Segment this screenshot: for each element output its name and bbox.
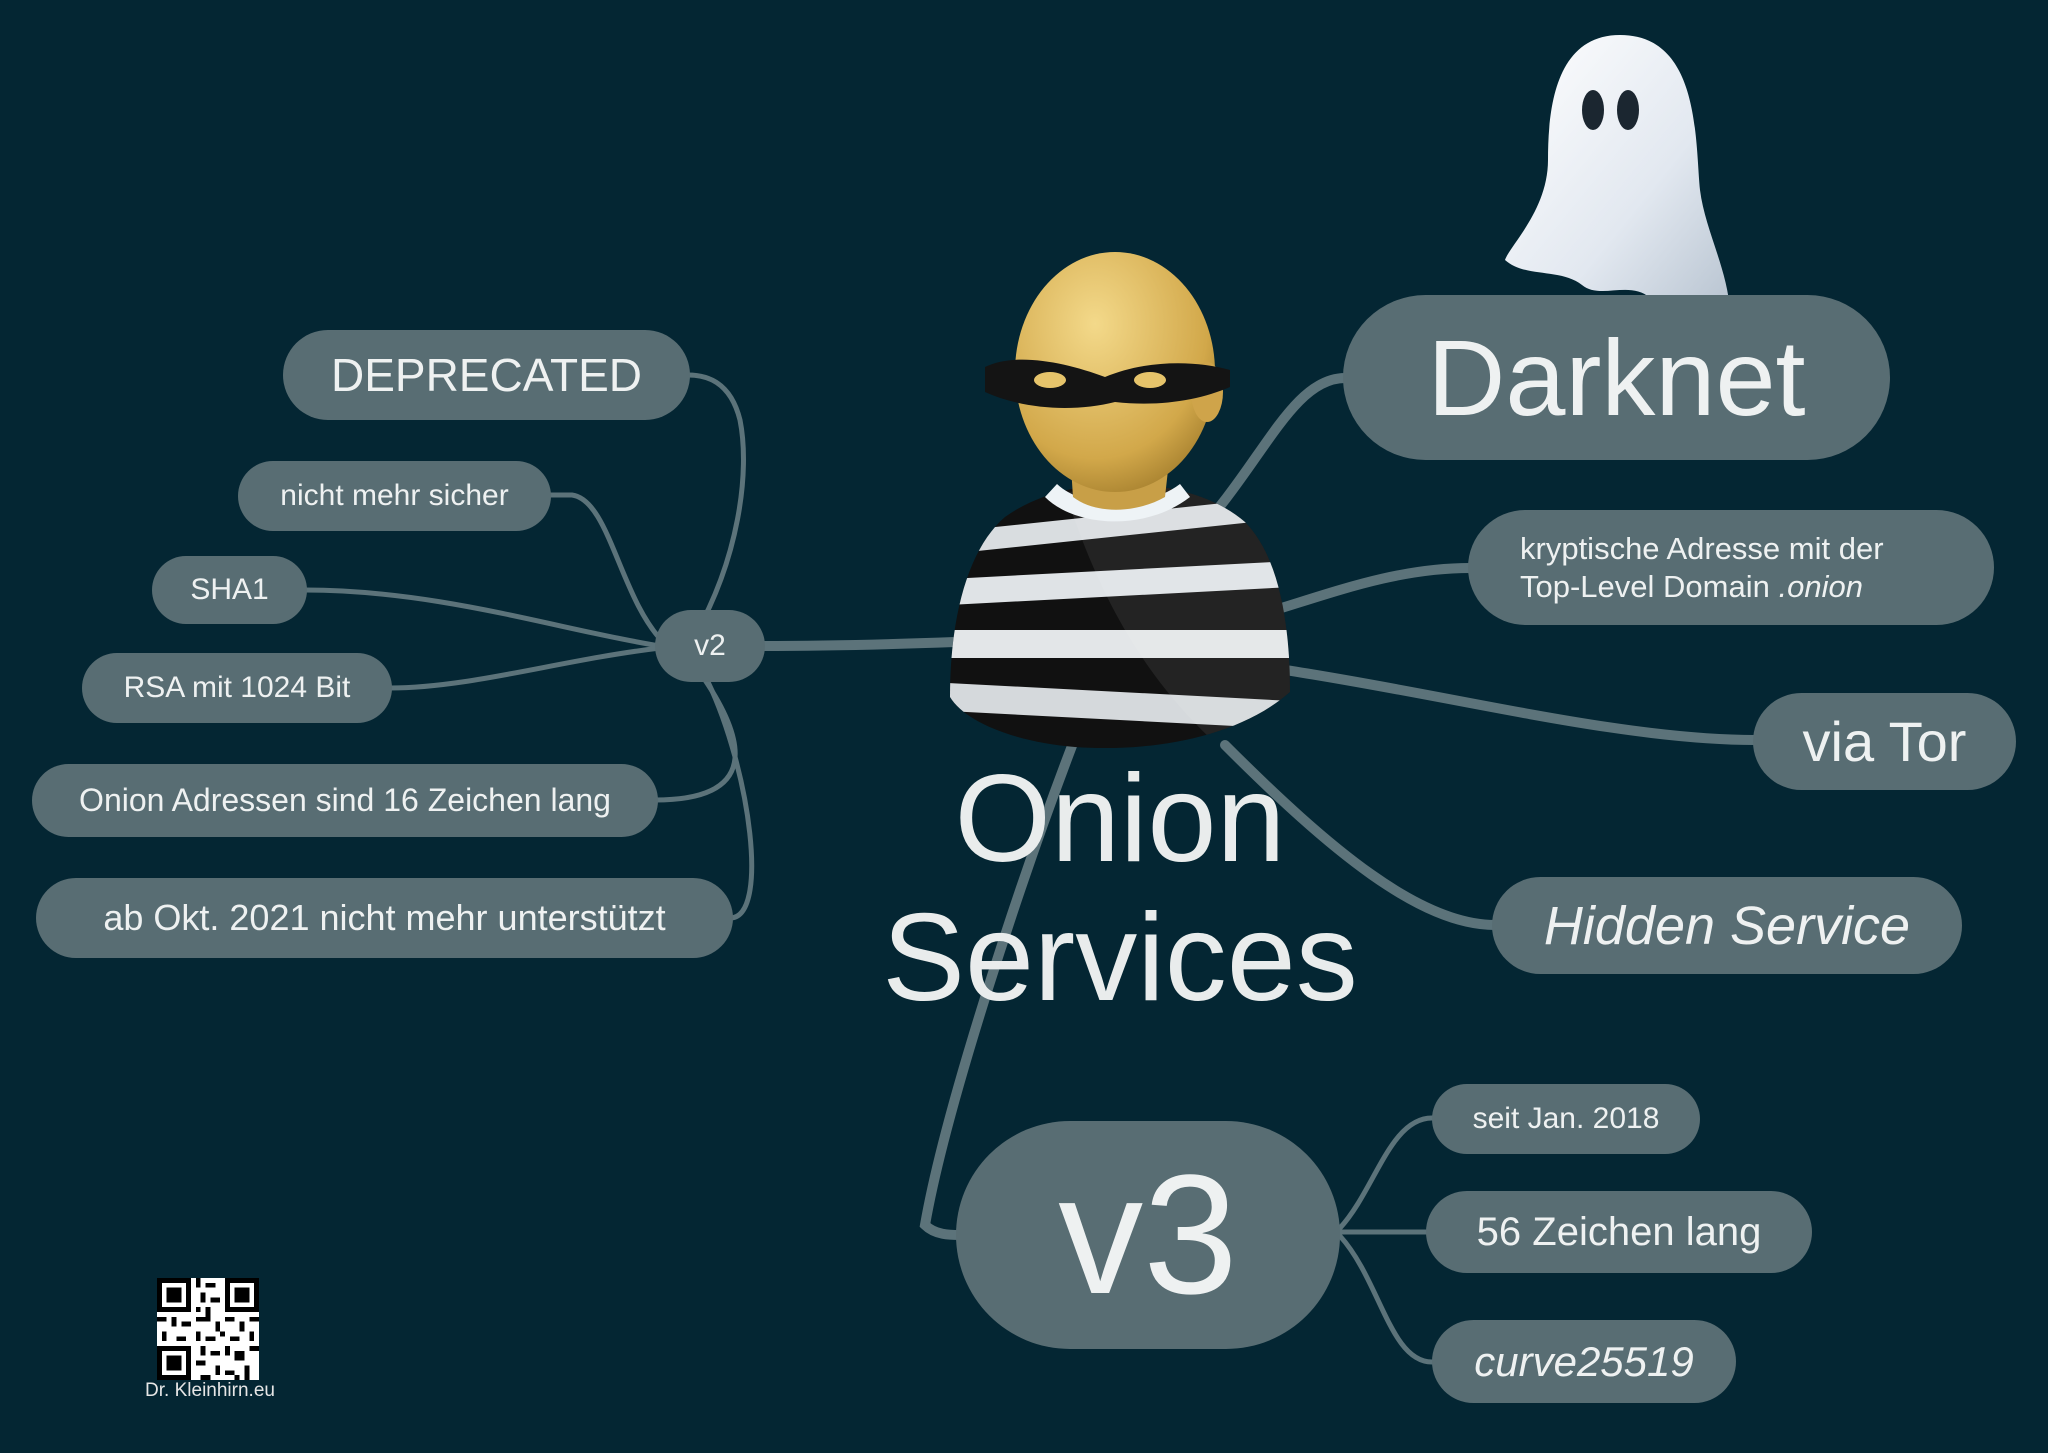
address-line-2: Top-Level Domain .onion (1520, 568, 1863, 606)
connector-onion-16 (652, 677, 738, 803)
credit-label: Dr. Kleinhirn.eu (145, 1380, 275, 1401)
central-topic-line-2: Services (882, 888, 1358, 1027)
address-line-1: kryptische Adresse mit der (1520, 530, 1884, 566)
connector-v2-center (755, 637, 960, 651)
central-topic-line-1: Onion (954, 750, 1286, 888)
burglar-icon (950, 252, 1290, 749)
curve25519-node[interactable]: curve25519 (1432, 1320, 1736, 1403)
nicht-mehr-sicher-node[interactable]: nicht mehr sicher (238, 461, 551, 531)
via-tor-node[interactable]: via Tor (1753, 693, 2016, 790)
connector-seit-jan (1337, 1115, 1435, 1231)
connector-deprecated (685, 372, 746, 647)
connector-v3 (919, 720, 1085, 1240)
address-tld: .onion (1778, 568, 1863, 604)
darknet-node[interactable]: Darknet (1343, 295, 1890, 460)
seit-jan-2018-node[interactable]: seit Jan. 2018 (1432, 1084, 1700, 1154)
sha1-node[interactable]: SHA1 (152, 556, 307, 624)
okt-2021-node[interactable]: ab Okt. 2021 nicht mehr unterstützt (36, 878, 733, 958)
connector-address (1270, 563, 1475, 615)
connector-nicht-mehr-sicher (545, 492, 668, 647)
v3-hub-node[interactable]: v3 (956, 1121, 1340, 1349)
connector-okt-2021 (705, 679, 755, 921)
connector-sha1 (302, 587, 663, 649)
central-topic: Onion Services (820, 750, 1420, 1028)
connector-hidden-service (1220, 740, 1500, 930)
56-zeichen-lang-node[interactable]: 56 Zeichen lang (1426, 1191, 1812, 1273)
deprecated-node[interactable]: DEPRECATED (283, 330, 690, 420)
connector-via-tor (1280, 665, 1760, 745)
connector-curve (1337, 1233, 1435, 1365)
address-line-2-prefix: Top-Level Domain (1520, 568, 1779, 604)
onion-adressen-16-node[interactable]: Onion Adressen sind 16 Zeichen lang (32, 764, 658, 837)
qr-code-icon[interactable] (157, 1278, 259, 1380)
rsa-1024-node[interactable]: RSA mit 1024 Bit (82, 653, 392, 723)
connector-rsa (387, 645, 663, 691)
ghost-icon (1505, 35, 1730, 312)
v2-hub-node[interactable]: v2 (655, 610, 765, 682)
address-node[interactable]: kryptische Adresse mit der Top-Level Dom… (1468, 510, 1994, 625)
hidden-service-node[interactable]: Hidden Service (1492, 877, 1962, 974)
